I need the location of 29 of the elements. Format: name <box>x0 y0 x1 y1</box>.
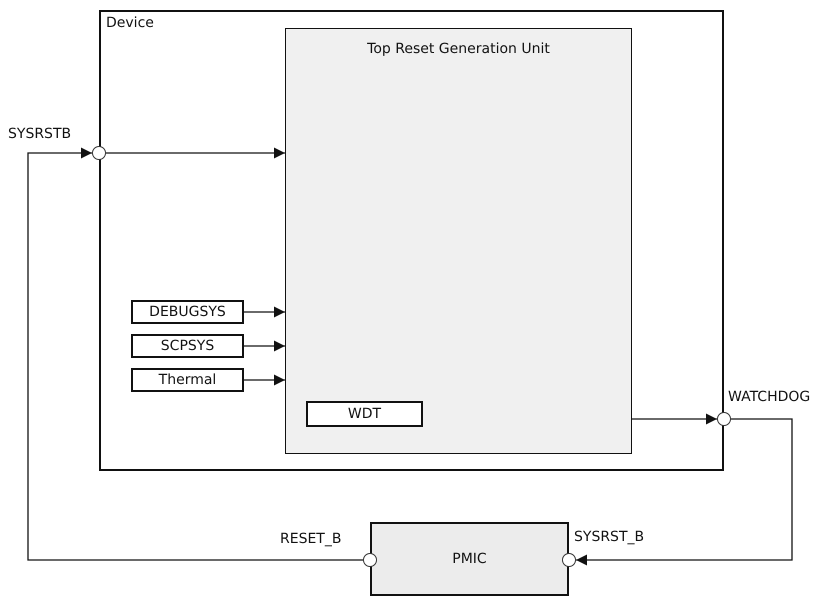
pin-label: SYSRSTB <box>8 126 72 142</box>
chip-box <box>370 522 569 596</box>
box-label: Device <box>106 15 154 31</box>
arrow <box>632 414 717 424</box>
box-label: PMIC <box>452 551 487 567</box>
pin-label: WATCHDOG <box>728 389 810 405</box>
block-box <box>306 401 423 427</box>
box-label: Top Reset Generation Unit <box>367 41 550 57</box>
box-label: SCPSYS <box>160 338 214 354</box>
block-box <box>131 334 244 358</box>
box-label: DEBUGSYS <box>149 304 226 320</box>
arrow <box>244 306 285 318</box>
arrow <box>244 340 285 352</box>
block-box <box>131 368 244 392</box>
pin-circle <box>92 146 106 160</box>
pin-label: SYSRST_B <box>574 529 644 545</box>
arrow <box>27 148 363 561</box>
unit-box <box>285 28 632 454</box>
pin-circle <box>717 412 731 426</box>
block-box <box>131 300 244 324</box>
pin-label: RESET_B <box>280 531 342 547</box>
arrow <box>576 418 793 566</box>
pin-circle <box>562 553 576 567</box>
device-box <box>99 10 724 471</box>
pin-circle <box>363 553 377 567</box>
arrow <box>106 148 285 158</box>
arrow <box>244 374 285 386</box>
box-label: Thermal <box>158 372 216 388</box>
box-label: WDT <box>348 406 382 422</box>
